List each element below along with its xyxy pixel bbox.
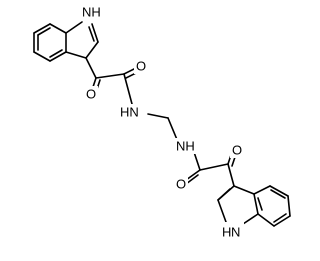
top-indole-group	[33, 21, 99, 79]
bond	[193, 151, 201, 171]
atom-label-top-amide-o: O	[136, 58, 146, 73]
bond	[65, 21, 83, 34]
bond	[185, 169, 201, 181]
bottom-indole-group	[217, 185, 291, 227]
bond	[49, 23, 67, 34]
atom-label-right-amide-nh: NH	[176, 138, 195, 153]
atom-label-top-keto-o: O	[86, 86, 96, 101]
bond	[257, 197, 263, 211]
bond	[49, 51, 67, 62]
bond	[49, 49, 63, 58]
bond	[85, 57, 97, 79]
bond	[88, 26, 95, 42]
atom-label-bottom-indole-n: N	[231, 224, 240, 239]
top-oxalyl-group	[91, 67, 139, 105]
ethylene-linker	[147, 113, 179, 143]
bond	[147, 113, 169, 119]
bond	[217, 199, 227, 223]
bond	[91, 23, 99, 43]
bond	[123, 73, 133, 105]
bond	[217, 188, 231, 201]
atom-label-bottom-amide-o: O	[176, 176, 186, 191]
atom-label-left-amide-hn: HN	[120, 104, 139, 119]
bond	[33, 51, 51, 62]
atom-label-bottom-indole-h: H	[222, 224, 231, 239]
bond	[227, 163, 235, 187]
bond	[85, 41, 99, 59]
bond	[270, 189, 286, 199]
bond	[269, 185, 289, 197]
bond	[273, 213, 287, 223]
bond	[65, 51, 87, 59]
atom-label-top-indole-nh: NH	[82, 4, 101, 19]
bond	[233, 185, 255, 195]
bond	[33, 23, 51, 34]
atom-label-bottom-keto-o: O	[232, 142, 242, 157]
bond	[257, 213, 275, 227]
bond	[273, 215, 291, 227]
bottom-oxalyl-group	[185, 151, 237, 187]
bond	[253, 185, 271, 195]
bond	[37, 27, 51, 36]
bond	[199, 163, 229, 171]
atom-labels: NH O O HN NH O O H N	[80, 0, 244, 240]
bond	[287, 195, 291, 217]
bond	[95, 73, 125, 79]
bond	[253, 193, 259, 215]
